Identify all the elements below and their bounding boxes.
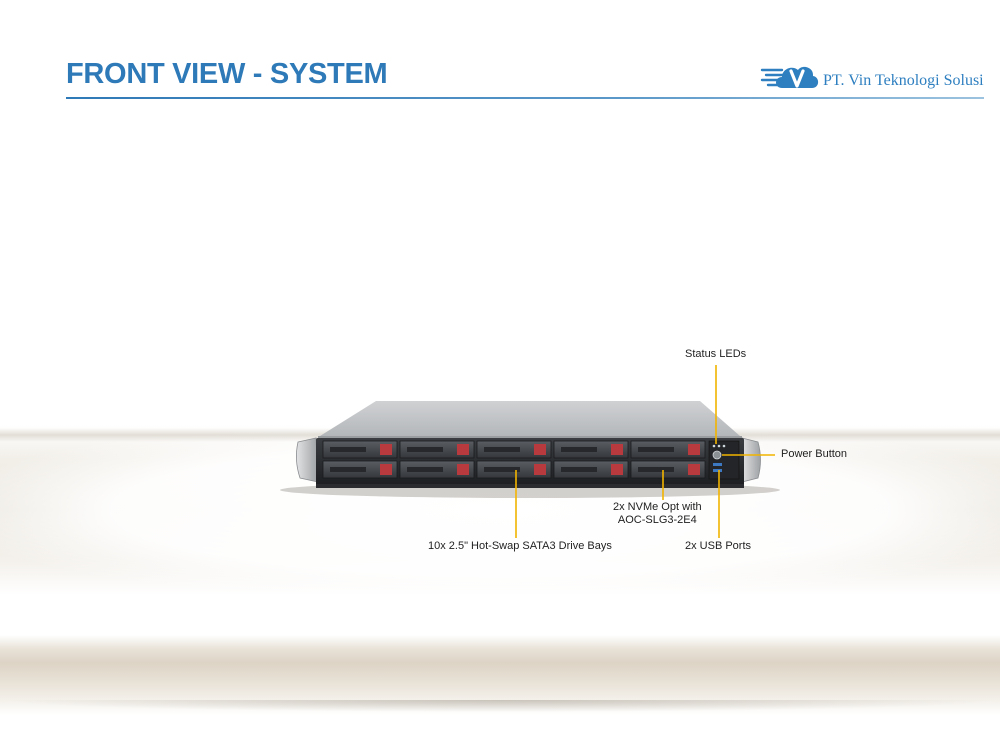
server-lid (320, 401, 740, 436)
company-name: PT. Vin Teknologi Solusi (823, 72, 984, 89)
usb-port (713, 469, 722, 472)
usb-port (713, 463, 722, 466)
callout-status-leds: Status LEDs (685, 348, 747, 360)
status-led (712, 444, 716, 448)
callout-nvme: 2x NVMe Opt with AOC-SLG3-2E4 (613, 501, 702, 527)
background-shelf-bottom (0, 635, 1000, 715)
title-underline (66, 97, 984, 99)
callout-drive-bays: 10x 2.5" Hot-Swap SATA3 Drive Bays (428, 540, 612, 552)
callout-nvme-line1: 2x NVMe Opt with (613, 501, 702, 513)
callout-lines (515, 365, 775, 538)
drive-bays (322, 440, 706, 479)
status-led (722, 444, 726, 448)
control-panel (708, 440, 740, 480)
rack-ear-right (741, 437, 761, 483)
power-button-icon (712, 450, 722, 460)
status-led (717, 444, 721, 448)
callout-power-button: Power Button (781, 448, 848, 460)
rack-ear-left (296, 437, 319, 483)
background-shelf-shadow (0, 700, 1000, 712)
company-logo: PT. Vin Teknologi Solusi (760, 60, 990, 96)
cloud-v-logo-icon (760, 66, 819, 88)
page-title: FRONT VIEW - SYSTEM (66, 58, 388, 90)
callout-usb-ports: 2x USB Ports (685, 540, 752, 552)
callout-nvme-line2: AOC-SLG3-2E4 (617, 514, 697, 526)
